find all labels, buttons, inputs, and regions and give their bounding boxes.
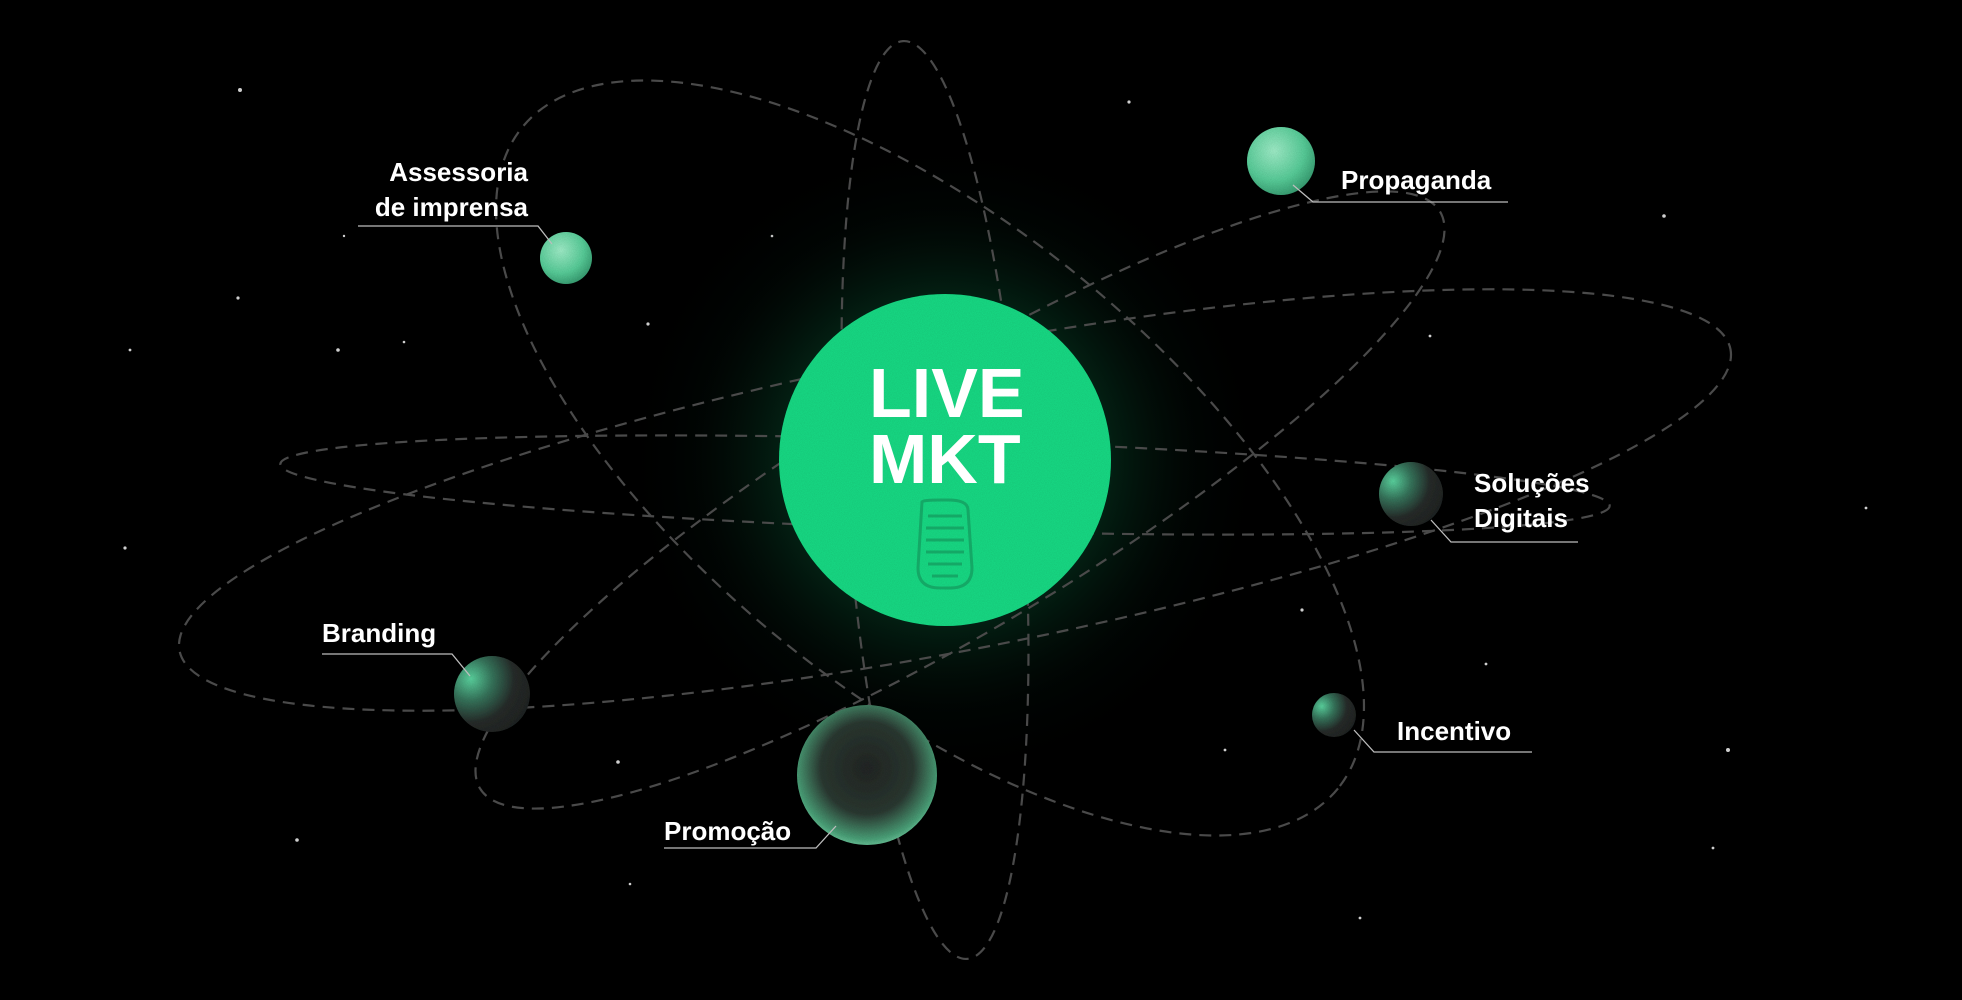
planet-solucoes-label-line1: Soluções xyxy=(1474,468,1590,498)
planet-assessoria-label-line2: de imprensa xyxy=(375,192,529,222)
center-circle xyxy=(779,294,1111,626)
planet-assessoria-label-line1: Assessoria xyxy=(389,157,528,187)
planet-propaganda-leader xyxy=(1292,184,1508,203)
orbit-branding xyxy=(177,288,1733,712)
planet-assessoria-leader xyxy=(358,225,553,245)
planet-solucoes: Soluções Digitais xyxy=(1379,462,1590,543)
planet-branding-leader xyxy=(322,653,471,677)
center-title-line1: LIVE xyxy=(869,354,1025,432)
planet-promocao-sphere xyxy=(797,705,937,845)
planet-incentivo-leader xyxy=(1353,729,1532,753)
planet-promocao-leader xyxy=(664,825,837,849)
planet-incentivo: Incentivo xyxy=(1312,693,1532,753)
planet-incentivo-label: Incentivo xyxy=(1397,716,1511,746)
planet-promocao-label: Promoção xyxy=(664,816,791,846)
planet-branding: Branding xyxy=(322,618,530,732)
planet-solucoes-sphere xyxy=(1379,462,1443,526)
planet-branding-label: Branding xyxy=(322,618,436,648)
planet-branding-sphere xyxy=(454,656,530,732)
microphone-grille-icon xyxy=(916,498,974,590)
center-hub: LIVE MKT xyxy=(779,294,1111,626)
planet-propaganda-label: Propaganda xyxy=(1341,165,1492,195)
planet-solucoes-label-line2: Digitais xyxy=(1474,503,1568,533)
orbit-assessoria xyxy=(494,79,1366,837)
planet-solucoes-leader xyxy=(1430,519,1578,543)
planet-promocao: Promoção xyxy=(664,705,937,849)
planet-incentivo-sphere xyxy=(1312,693,1356,737)
center-title-line2: MKT xyxy=(869,420,1021,498)
planet-assessoria: Assessoria de imprensa xyxy=(358,157,592,284)
planet-propaganda-sphere xyxy=(1247,127,1315,195)
planet-assessoria-sphere xyxy=(540,232,592,284)
planet-propaganda: Propaganda xyxy=(1247,127,1508,203)
